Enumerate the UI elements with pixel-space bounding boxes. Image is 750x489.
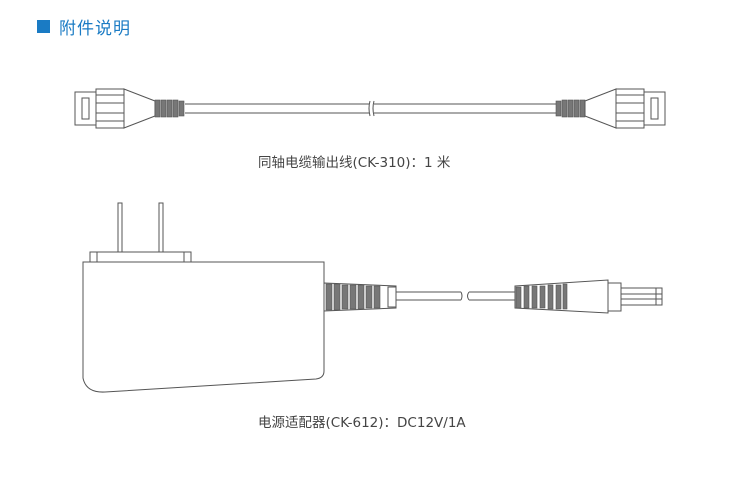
header-square-icon xyxy=(37,20,50,33)
cable-break-mark xyxy=(372,100,375,117)
plug-base xyxy=(89,251,192,263)
section-header: 附件说明 xyxy=(37,14,131,39)
dc-plug-barrel xyxy=(620,287,663,306)
caption-coaxial-cable: 同轴电缆输出线(CK-310)：1 米 xyxy=(258,155,451,171)
coaxial-cable-illustration xyxy=(74,88,666,129)
dc-plug-grip xyxy=(514,279,609,314)
right-connector-icon xyxy=(555,88,666,129)
left-connector-icon xyxy=(74,88,185,129)
section-title: 附件说明 xyxy=(59,19,131,39)
power-adapter-illustration xyxy=(82,202,663,393)
dc-plug-collar xyxy=(607,282,622,312)
adapter-body xyxy=(82,261,325,393)
caption-power-adapter: 电源适配器(CK-612)：DC12V/1A xyxy=(258,415,466,431)
cable-break-mark xyxy=(368,100,371,117)
plug-prong-right xyxy=(158,202,164,258)
plug-prong-left xyxy=(117,202,123,258)
